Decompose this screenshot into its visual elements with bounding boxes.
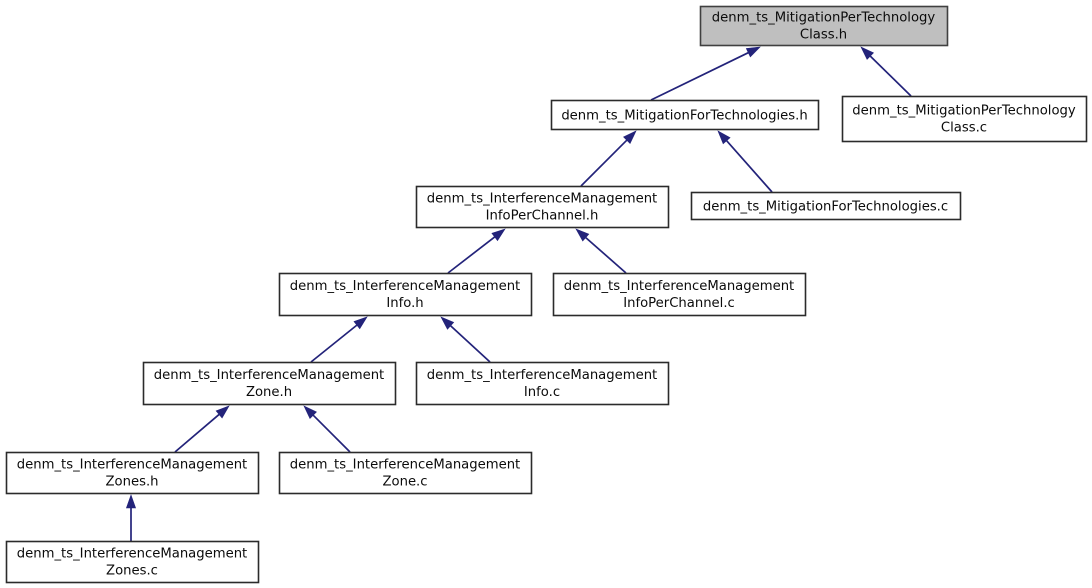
node-denm-ts-mitigationpertechnology-class-h-box[interactable] — [699, 5, 949, 47]
edge-n5-to-n3 — [447, 228, 506, 274]
edge-arrowhead — [491, 228, 506, 242]
node-denm-ts-mitigationfortechnologies-c[interactable]: denm_ts_MitigationForTechnologies.cdenm_… — [690, 191, 962, 221]
node-denm-ts-mitigationpertechnology-class-c-box[interactable] — [841, 95, 1088, 143]
edge-line — [580, 139, 628, 187]
edge-line — [650, 51, 749, 101]
node-denm-ts-interferencemanagement-zones-c-box[interactable] — [5, 540, 260, 584]
edge-n11-to-n9 — [125, 494, 137, 541]
edge-arrowhead — [440, 316, 455, 330]
edge-n2-to-n0 — [860, 46, 912, 97]
node-denm-ts-mitigationfortechnologies-h[interactable]: denm_ts_MitigationForTechnologies.hdenm_… — [550, 99, 820, 131]
edge-arrowhead — [125, 494, 137, 509]
edge-arrowhead — [303, 405, 317, 419]
edge-arrowhead — [745, 46, 761, 58]
edge-arrowhead — [215, 405, 230, 419]
edge-n8-to-n5 — [440, 316, 491, 363]
edge-n6-to-n3 — [575, 228, 627, 274]
edge-arrowhead — [860, 46, 875, 60]
edge-n4-to-n1 — [717, 130, 773, 193]
edge-arrowhead — [717, 130, 731, 145]
edge-line — [312, 414, 351, 453]
node-denm-ts-interferencemanagement-infoperchannel-c-box[interactable] — [552, 272, 807, 317]
edge-n9-to-n7 — [174, 405, 230, 453]
edge-arrowhead — [623, 130, 637, 144]
edge-line — [310, 324, 358, 363]
node-denm-ts-mitigationfortechnologies-h-label: denm_ts_MitigationForTechnologies.h — [561, 109, 807, 124]
node-denm-ts-mitigationfortechnologies-c-label: denm_ts_MitigationForTechnologies.c — [703, 200, 948, 215]
edge-line — [585, 236, 627, 274]
node-denm-ts-interferencemanagement-infoperchannel-h-box[interactable] — [415, 185, 670, 229]
node-denm-ts-mitigationfortechnologies-c-box[interactable] — [690, 191, 962, 221]
edge-n3-to-n1 — [580, 130, 637, 187]
edge-line — [869, 55, 912, 97]
edge-n10-to-n7 — [303, 405, 351, 453]
node-denm-ts-interferencemanagement-info-c-box[interactable] — [415, 361, 670, 406]
edge-n1-to-n0 — [650, 46, 761, 101]
node-denm-ts-interferencemanagement-info-h-box[interactable] — [278, 272, 533, 317]
edge-n7-to-n5 — [310, 316, 368, 363]
edge-arrowhead — [353, 316, 368, 330]
edge-line — [447, 236, 496, 274]
node-denm-ts-mitigationfortechnologies-h-box[interactable] — [550, 99, 820, 131]
node-denm-ts-interferencemanagement-zones-h-box[interactable] — [5, 451, 260, 495]
edges-layer — [125, 46, 912, 541]
edge-line — [174, 413, 220, 453]
edge-line — [725, 140, 773, 193]
edge-arrowhead — [575, 228, 590, 242]
edge-line — [449, 325, 491, 363]
node-denm-ts-interferencemanagement-zone-c-box[interactable] — [278, 451, 533, 495]
node-denm-ts-interferencemanagement-zone-h-box[interactable] — [142, 361, 397, 406]
